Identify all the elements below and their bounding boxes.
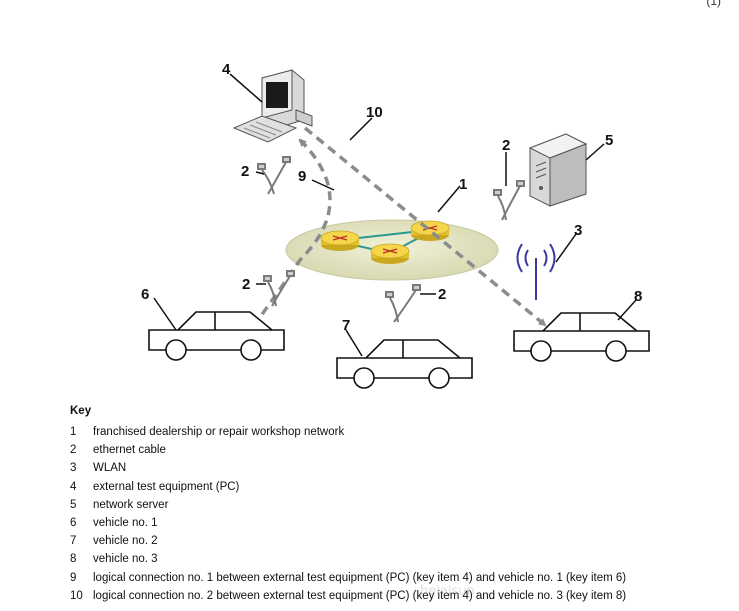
- key-item-text: vehicle no. 1: [93, 516, 158, 529]
- vehicle-1: [148, 311, 285, 361]
- key-item-text: network server: [93, 498, 169, 511]
- key-item-number: 1: [70, 426, 77, 438]
- key-item: 2 ethernet cable: [70, 441, 730, 459]
- key-item-number: 2: [70, 444, 77, 457]
- callout-8: 8: [634, 288, 642, 305]
- key-item-text: ethernet cable: [93, 444, 166, 457]
- key-item: 4 external test equipment (PC): [70, 478, 730, 496]
- vehicle-3: [513, 312, 650, 362]
- key-item: 10 logical connection no. 2 between exter…: [70, 587, 730, 605]
- key-item: 1 franchised dealership or repair worksho…: [70, 423, 730, 441]
- ethernet-cable-icon: [257, 156, 291, 195]
- key-item: 6 vehicle no. 1: [70, 514, 730, 532]
- key-item: 5 network server: [70, 496, 730, 514]
- ethernet-cable-icon: [493, 180, 525, 221]
- key-item-number: 5: [70, 498, 77, 511]
- pc-icon: [232, 69, 313, 143]
- callout-5: 5: [605, 132, 613, 149]
- vehicle-2: [336, 339, 473, 389]
- key-item-text: vehicle no. 2: [93, 535, 158, 548]
- key-item-text: logical connection no. 2 between externa…: [93, 589, 627, 602]
- ethernet-cable-icon: [385, 284, 421, 323]
- key-item-text: external test equipment (PC): [93, 480, 240, 493]
- key-item-number: 4: [70, 480, 77, 493]
- callout-2-top-right: 2: [502, 137, 510, 154]
- key-item-number: 9: [70, 571, 77, 584]
- key-title: Key: [70, 405, 92, 417]
- callout-3: 3: [574, 222, 582, 239]
- key-item: 8 vehicle no. 3: [70, 550, 730, 568]
- router-icon: [320, 230, 360, 251]
- key-item-text: franchised dealership or repair workshop…: [93, 426, 345, 438]
- callout-6: 6: [141, 286, 149, 303]
- key-item-number: 8: [70, 553, 77, 566]
- callout-2-bottom-left: 2: [242, 276, 250, 293]
- ethernet-cable-icon: [263, 270, 295, 307]
- server-icon: [528, 133, 588, 207]
- network-diagram: 4 10 1 9 2 2 5 3 6 2 7 2 8: [141, 61, 650, 389]
- callout-10: 10: [366, 104, 383, 121]
- key-item-text: logical connection no. 1 between externa…: [93, 571, 627, 584]
- wlan-icon: [516, 243, 556, 300]
- key-item-text: WLAN: [93, 462, 127, 475]
- callout-2-top-left: 2: [241, 163, 249, 180]
- key-item: 3 WLAN: [70, 459, 730, 477]
- callout-9: 9: [298, 168, 306, 185]
- callout-leaders: [153, 73, 637, 357]
- router-icon: [370, 243, 410, 264]
- logical-connection-2: [303, 126, 547, 327]
- key-item: 7 vehicle no. 2: [70, 532, 730, 550]
- key-item-number: 10: [70, 589, 83, 602]
- key-item-text: vehicle no. 3: [93, 553, 158, 566]
- key-item-number: 3: [70, 462, 77, 475]
- callout-2-bottom-center: 2: [438, 286, 446, 303]
- corner-mark: (1): [706, 0, 721, 8]
- router-icon: [410, 220, 450, 241]
- logical-connection-1-start-arrow: [298, 138, 308, 148]
- callout-1: 1: [459, 176, 467, 193]
- key-item: 9 logical connection no. 1 between extern…: [70, 569, 730, 587]
- callout-4: 4: [222, 61, 231, 78]
- key-legend: Key 1 franchised dealership or repair wor…: [70, 405, 730, 605]
- key-item-number: 6: [70, 516, 77, 529]
- key-list: 1 franchised dealership or repair worksho…: [70, 423, 730, 605]
- callout-7: 7: [342, 317, 350, 334]
- key-item-number: 7: [70, 535, 77, 548]
